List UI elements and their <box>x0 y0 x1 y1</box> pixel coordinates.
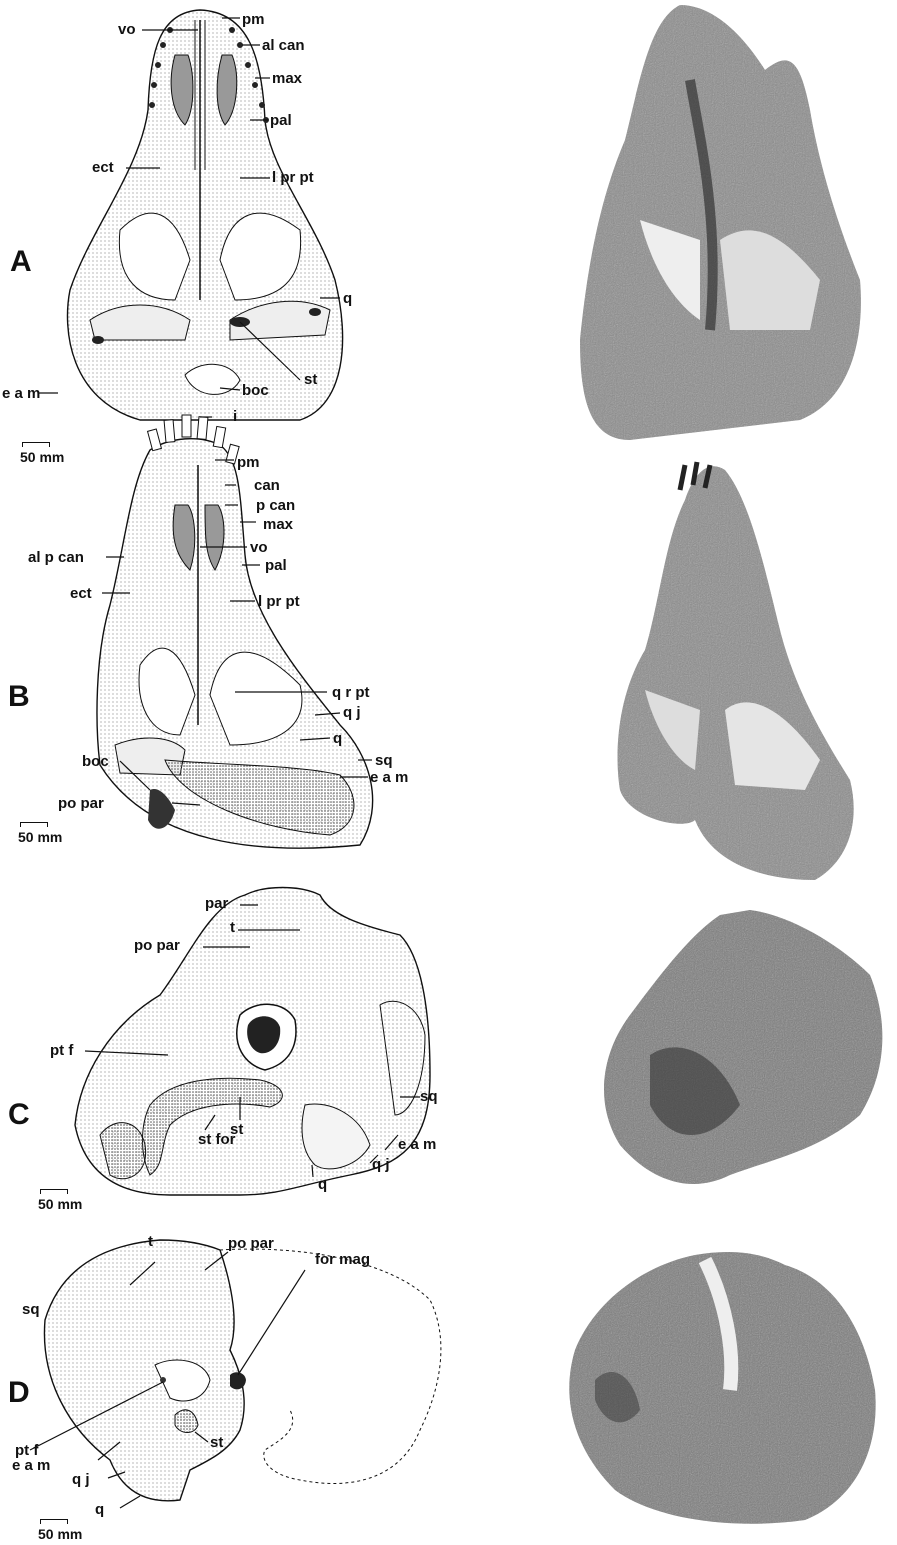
label-q-j: q j <box>72 1472 90 1487</box>
panel-b: i pm can p can max al p can vo pal ect l… <box>0 405 897 875</box>
skull-lateral-drawing-d <box>0 1230 460 1520</box>
label-q-r-pt: q r pt <box>332 685 370 700</box>
skull-ventral-drawing-a <box>0 0 420 440</box>
label-max: max <box>272 71 302 86</box>
label-st-for: st for <box>198 1132 236 1147</box>
label-par: par <box>205 896 228 911</box>
label-l-pr-pt: l pr pt <box>272 170 314 185</box>
scale-bar-line <box>40 1519 68 1524</box>
label-l-pr-pt: l pr pt <box>258 594 300 609</box>
photo-skull-lateral-d <box>555 1240 885 1530</box>
label-t: t <box>148 1234 153 1249</box>
label-po-par: po par <box>228 1236 274 1251</box>
label-can: can <box>254 478 280 493</box>
label-st: st <box>304 372 317 387</box>
label-sq: sq <box>375 753 393 768</box>
label-q-j: q j <box>343 705 361 720</box>
photo-skull-ventral-b <box>585 460 885 890</box>
label-pm: pm <box>237 455 260 470</box>
photo-skull-ventral-a <box>570 0 870 445</box>
label-q: q <box>318 1177 327 1192</box>
scale-bar-line <box>40 1189 68 1194</box>
label-po-par: po par <box>58 796 104 811</box>
label-vo: vo <box>250 540 268 555</box>
scale-bar-d: 50 mm <box>38 1527 82 1541</box>
scale-label: 50 mm <box>38 1196 82 1212</box>
label-pal: pal <box>265 558 287 573</box>
label-pal: pal <box>270 113 292 128</box>
label-al-p-can: al p can <box>28 550 84 565</box>
scale-label: 50 mm <box>38 1526 82 1542</box>
label-st: st <box>210 1435 223 1450</box>
label-boc: boc <box>82 754 109 769</box>
panel-d: t po par for mag sq pt f e a m st q j q … <box>0 1230 897 1545</box>
label-t: t <box>230 920 235 935</box>
photo-skull-occipital-c <box>590 905 890 1205</box>
panel-a: pm vo al can max pal ect l pr pt q st e … <box>0 0 897 470</box>
scale-bar-b: 50 mm <box>18 830 62 844</box>
label-pt-f: pt f <box>15 1443 38 1458</box>
label-al-can: al can <box>262 38 305 53</box>
label-pt-f: pt f <box>50 1043 73 1058</box>
label-q: q <box>95 1502 104 1517</box>
label-sq: sq <box>420 1089 438 1104</box>
label-ect: ect <box>70 586 92 601</box>
panel-letter-b: B <box>8 682 30 712</box>
label-q: q <box>333 731 342 746</box>
label-e-a-m: e a m <box>370 770 408 785</box>
label-q: q <box>343 291 352 306</box>
label-e-a-m: e a m <box>398 1137 436 1152</box>
label-e-a-m: e a m <box>12 1458 50 1473</box>
panel-letter-d: D <box>8 1378 30 1408</box>
panel-c: par t po par pt f sq st st for q q j e a… <box>0 875 897 1230</box>
label-sq: sq <box>22 1302 40 1317</box>
label-vo: vo <box>118 22 136 37</box>
label-e-a-m: e a m <box>2 386 40 401</box>
label-po-par: po par <box>134 938 180 953</box>
label-pm: pm <box>242 12 265 27</box>
label-for-mag: for mag <box>315 1252 370 1267</box>
label-boc: boc <box>242 383 269 398</box>
label-p-can: p can <box>256 498 295 513</box>
panel-letter-c: C <box>8 1100 30 1130</box>
label-ect: ect <box>92 160 114 175</box>
label-max: max <box>263 517 293 532</box>
scale-bar-c: 50 mm <box>38 1197 82 1211</box>
scale-bar-line <box>20 822 48 827</box>
label-i: i <box>233 409 237 424</box>
panel-letter-a: A <box>10 247 32 277</box>
scale-label: 50 mm <box>18 829 62 845</box>
label-q-j: q j <box>372 1157 390 1172</box>
